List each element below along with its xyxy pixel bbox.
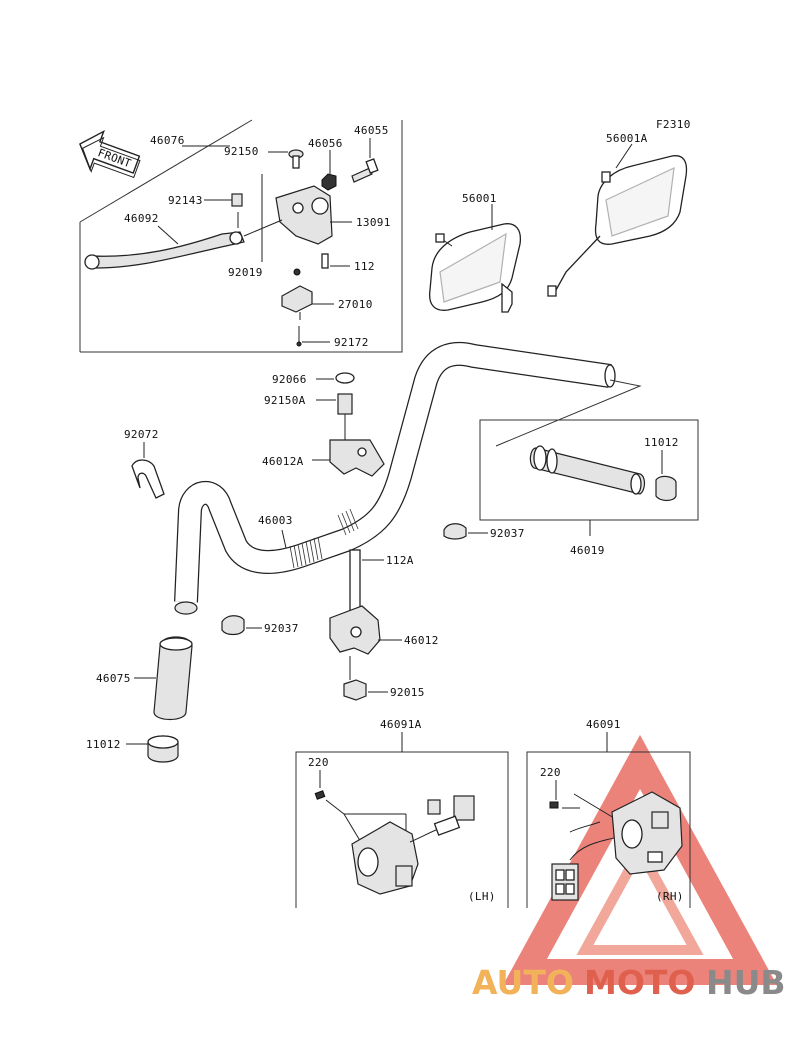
lever-bracket	[243, 185, 333, 245]
label-46012: 46012	[404, 634, 439, 647]
watermark-logo-triangle	[503, 734, 777, 985]
left-grip-end-cap	[147, 735, 179, 763]
label-92037-right: 92037	[490, 527, 525, 540]
box-diagonal-top	[79, 119, 253, 223]
adjuster-bolt	[351, 158, 379, 183]
clutch-switch	[281, 285, 313, 320]
box-frame	[80, 120, 403, 353]
label-46076: 46076	[150, 134, 185, 147]
label-92150: 92150	[224, 145, 259, 158]
label-92150A: 92150A	[264, 394, 306, 407]
label-220-rh: 220	[540, 766, 561, 779]
label-92015: 92015	[390, 686, 425, 699]
switch-screw	[296, 326, 302, 347]
label-92143: 92143	[168, 194, 203, 207]
label-220-lh: 220	[308, 756, 329, 769]
clutch-lever	[84, 231, 245, 270]
watermark-auto: AUTO	[472, 963, 574, 1002]
right-switch-housing-group	[526, 732, 691, 908]
label-13091: 13091	[356, 216, 391, 229]
label-56001: 56001	[462, 192, 497, 205]
clamp-upper	[329, 372, 385, 477]
label-46019: 46019	[570, 544, 605, 557]
left-grip	[153, 636, 193, 721]
adjuster-nut	[321, 173, 337, 191]
watermark-moto: MOTO	[584, 963, 695, 1002]
wire-clamp	[131, 459, 165, 499]
left-switch-housing-group	[295, 732, 509, 908]
label-46091: 46091	[586, 718, 621, 731]
mirror-right	[547, 155, 688, 297]
grip-clamp-left	[221, 615, 245, 636]
label-46056: 46056	[308, 137, 343, 150]
label-rh-tag: (RH)	[656, 890, 684, 903]
clutch-lever-assembly-group: FRONT	[79, 119, 403, 353]
label-92019: 92019	[228, 266, 263, 279]
collar	[231, 193, 243, 207]
label-27010: 27010	[338, 298, 373, 311]
clamp-lower	[329, 549, 381, 701]
label-46055: 46055	[354, 124, 389, 137]
label-92037-left: 92037	[264, 622, 299, 635]
throttle-grip-assembly	[479, 379, 699, 536]
front-arrow-icon: FRONT	[79, 129, 141, 179]
label-46091A: 46091A	[380, 718, 422, 731]
label-11012-right: 11012	[644, 436, 679, 449]
handlebar	[174, 341, 616, 615]
watermark-hub: HUB	[706, 963, 786, 1002]
figure-code: F2310	[656, 118, 691, 131]
label-11012-left: 11012	[86, 738, 121, 751]
label-46092: 46092	[124, 212, 159, 225]
bracket-bolt	[293, 253, 329, 276]
label-92066: 92066	[272, 373, 307, 386]
label-112A: 112A	[386, 554, 414, 567]
watermark-logo-text: AUTO MOTO HUB	[472, 963, 786, 1002]
label-46003: 46003	[258, 514, 293, 527]
label-56001A: 56001A	[606, 132, 648, 145]
label-46075: 46075	[96, 672, 131, 685]
label-92072: 92072	[124, 428, 159, 441]
pivot-pin	[288, 149, 304, 169]
label-112: 112	[354, 260, 375, 273]
label-46012A: 46012A	[262, 455, 304, 468]
grip-clamp-right	[443, 523, 467, 540]
label-lh-tag: (LH)	[468, 890, 496, 903]
label-92172: 92172	[334, 336, 369, 349]
mirror-left	[428, 223, 522, 313]
